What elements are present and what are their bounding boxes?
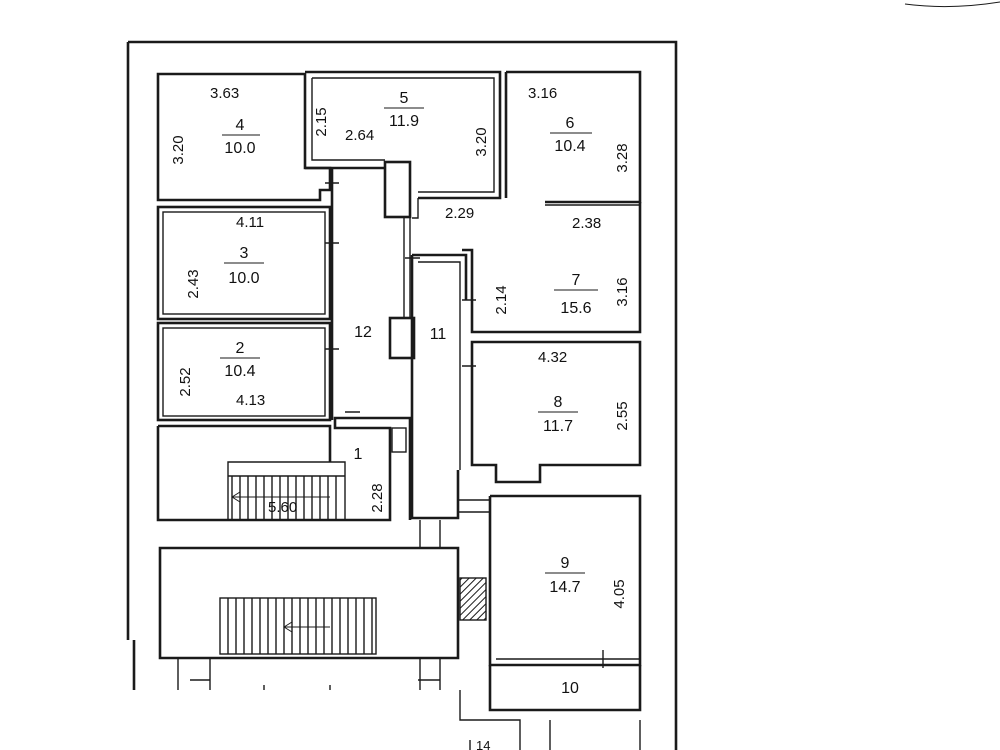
lower-hall-outline <box>158 546 460 660</box>
door-ticks <box>325 182 604 668</box>
dim-r3-top: 4.11 <box>236 214 264 231</box>
door-9 <box>458 499 490 513</box>
dim-r8-right: 2.55 <box>614 401 631 430</box>
dim-r2-bottom: 4.13 <box>236 392 265 409</box>
room-2-inner <box>162 327 326 417</box>
dim-r3-side: 2.43 <box>185 269 202 298</box>
room-4-number: 4 <box>236 117 245 134</box>
room-11-outline <box>410 255 460 520</box>
passage-lines <box>419 520 441 690</box>
bottom-lines <box>459 690 641 750</box>
room-1-outline <box>156 416 412 522</box>
room-2-number: 2 <box>236 340 245 357</box>
shaft <box>383 160 412 219</box>
room-10-outline <box>488 665 642 712</box>
duct <box>388 316 416 360</box>
dim-r5-left: 2.15 <box>313 107 330 136</box>
room-11-number: 11 <box>430 326 447 343</box>
room-5-inner-left <box>311 78 385 161</box>
room-6-number: 6 <box>566 115 575 132</box>
dim-corr-top: 2.29 <box>445 205 474 222</box>
corr-edge <box>412 198 419 219</box>
lower-marks <box>177 658 440 690</box>
room-8-area: 11.7 <box>543 418 573 435</box>
room-8-number: 8 <box>554 394 563 411</box>
outer-wall <box>128 40 678 750</box>
room-4-area: 10.0 <box>224 140 255 157</box>
room-7-outline <box>462 202 642 334</box>
room-3-number: 3 <box>240 245 249 262</box>
stair-lower <box>219 597 377 655</box>
room-10-number: 10 <box>561 680 579 697</box>
dim-r4-top: 3.63 <box>210 85 239 102</box>
room-8-outline <box>470 340 642 484</box>
room-3-area: 10.0 <box>228 270 259 287</box>
stair-upper <box>227 461 346 520</box>
room-9-area: 14.7 <box>549 579 580 596</box>
room-11-inner <box>418 261 461 470</box>
dim-r6-top: 3.16 <box>528 85 557 102</box>
dim-r2-side: 2.52 <box>177 367 194 396</box>
dim-r7-right: 3.16 <box>614 277 631 306</box>
room-5-inner <box>312 77 495 193</box>
room-5-number: 5 <box>400 90 409 107</box>
room-7-area: 15.6 <box>560 300 591 317</box>
dim-r7-top: 2.38 <box>572 215 601 232</box>
hatched-pillar <box>459 577 487 621</box>
dim-r5-bottom: 2.64 <box>345 127 374 144</box>
room-3-inner <box>162 211 326 315</box>
dim-r1-side: 2.28 <box>369 483 386 512</box>
bottom-cut-label: 14 <box>476 738 490 750</box>
room-3-outline <box>156 205 332 321</box>
room-11-top <box>412 253 468 300</box>
dim-r6-right: 3.28 <box>614 143 631 172</box>
room-9-number: 9 <box>561 555 570 572</box>
room-5-area: 11.9 <box>389 113 419 130</box>
dim-stair-len: 5.60 <box>268 499 297 516</box>
dim-r9-right: 4.05 <box>611 579 628 608</box>
dim-r7-left: 2.14 <box>493 285 510 314</box>
dim-r8-top: 4.32 <box>538 349 567 366</box>
room-1-number: 1 <box>354 446 363 463</box>
dim-r5-right: 3.20 <box>473 127 490 156</box>
room-6-area: 10.4 <box>554 138 585 155</box>
room-2-outline <box>156 321 332 422</box>
scan-edge <box>904 1 1000 8</box>
room-6-outline <box>506 70 642 204</box>
room-2-area: 10.4 <box>224 363 255 380</box>
room-7-number: 7 <box>572 272 581 289</box>
room-12-number: 12 <box>354 324 372 341</box>
room-5-outline <box>305 70 502 200</box>
room-1-box <box>391 427 407 453</box>
dim-r4-side: 3.20 <box>170 135 187 164</box>
room-4-outline <box>156 72 332 202</box>
stair-hall-top <box>158 424 332 462</box>
